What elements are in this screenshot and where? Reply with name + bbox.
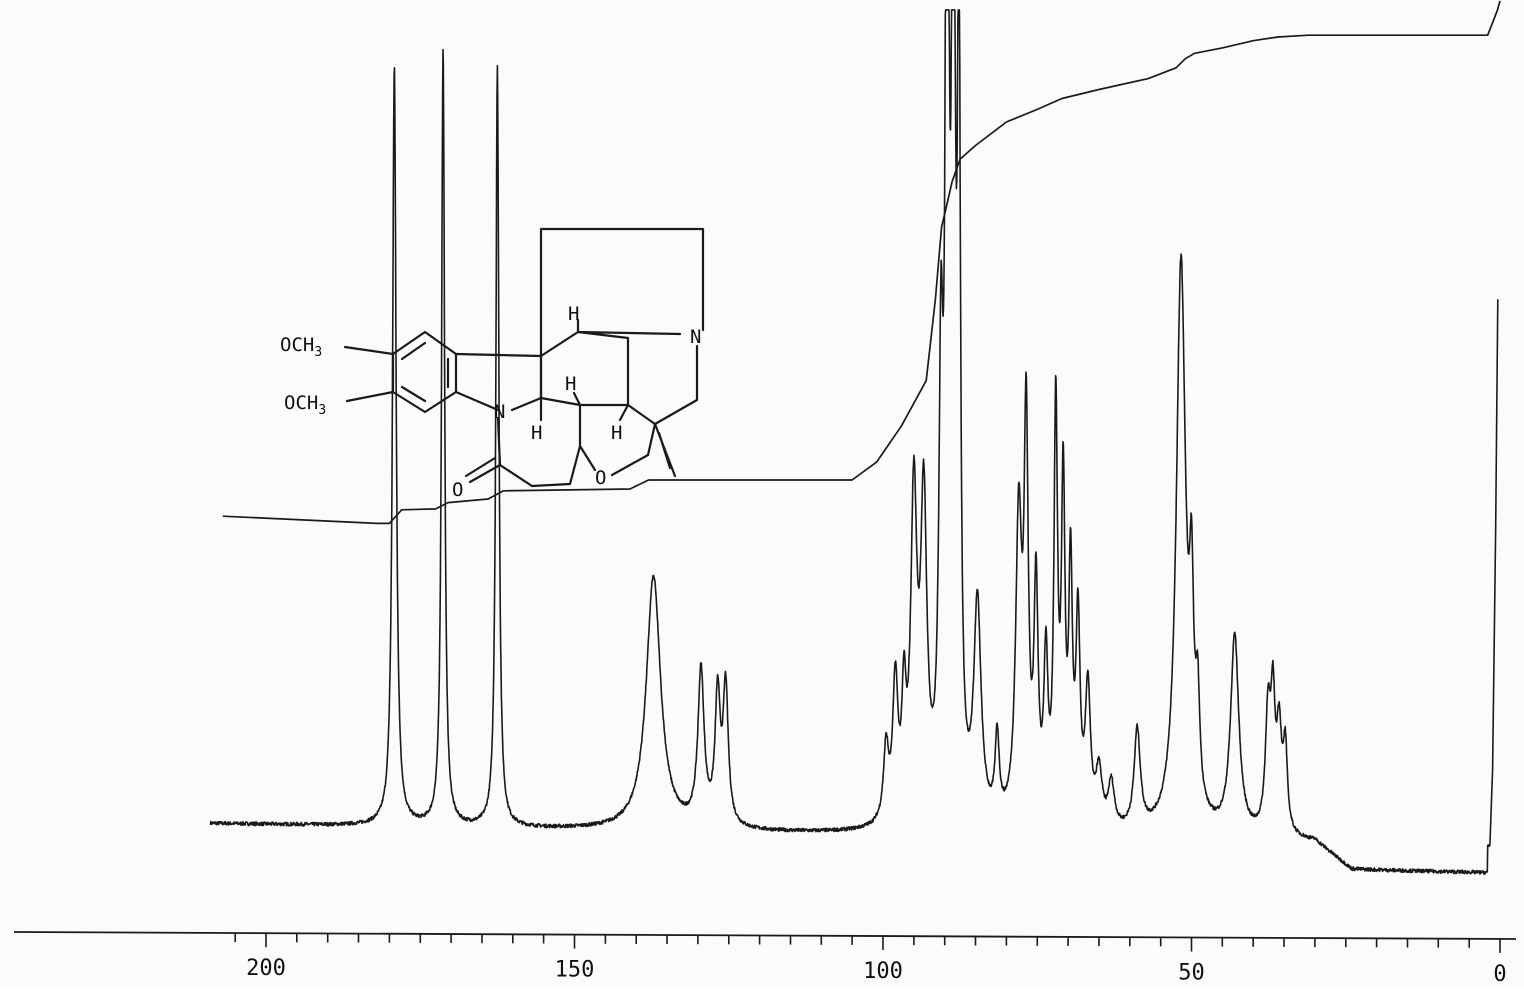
methoxy-bonds [343,345,395,403]
cyclohexane-ring [539,330,682,407]
chemical-structure [343,227,705,488]
carbonyl-bond [464,456,502,484]
x-axis-tick-labels: 200 150 100 50 0 [246,956,1507,987]
label-o-ether: O [595,467,606,489]
label-h-1: H [568,303,579,325]
label-o-carbonyl: O [452,479,463,501]
alkene-bonds [653,422,677,478]
bridge-ring [539,227,705,400]
x-axis-ticks [234,933,1501,953]
ether-ring [578,444,650,477]
x-tick-label: 0 [1493,962,1506,987]
label-n-bridge: N [690,326,701,348]
integral-curve [222,0,1501,525]
x-tick-label: 50 [1178,961,1205,986]
x-tick-label: 150 [555,958,595,983]
x-axis-line [13,931,1517,940]
benzene-inner-bonds [400,341,450,403]
spectrum-trace [209,9,1499,875]
x-tick-label: 100 [863,959,903,984]
label-och3-bottom: OCH3 [284,392,326,418]
label-h-3: H [531,422,542,444]
label-och3-top: OCH3 [280,334,322,360]
label-h-4: H [611,422,622,444]
x-tick-label: 200 [246,956,286,981]
stereo-h-bonds [539,318,630,422]
structure-labels: OCH3 OCH3 N N O O H H H H [280,303,701,501]
x-axis: 200 150 100 50 0 [13,931,1517,987]
bridgehead-bonds [626,344,699,457]
label-h-2: H [565,373,576,395]
label-n-lactam: N [494,401,505,423]
